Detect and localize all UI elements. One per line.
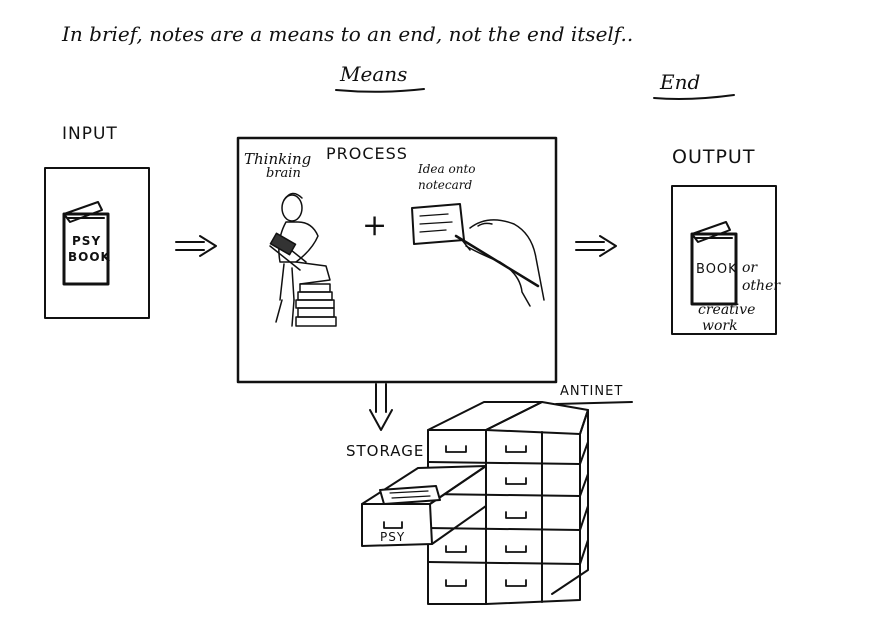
output-book-label: BOOK — [696, 262, 738, 277]
input-book-label-2: BOOK — [68, 250, 111, 264]
thinking-person-sketch — [269, 192, 337, 327]
work-label: work — [702, 318, 738, 334]
antinet-label: ANTINET — [560, 384, 624, 399]
or-label: or — [742, 260, 758, 276]
means-label: Means — [340, 62, 408, 86]
output-title: OUTPUT — [672, 146, 756, 168]
storage-title: STORAGE — [346, 442, 425, 460]
output-frame — [671, 185, 777, 335]
plus-sign: + — [362, 208, 388, 243]
input-book-icon — [62, 201, 110, 286]
hand-with-pen-sketch — [454, 219, 545, 307]
arrow-process-to-output — [575, 235, 617, 257]
idea-label-1: Idea onto — [418, 162, 476, 176]
process-frame — [236, 136, 558, 384]
input-book-label-1: PSY — [72, 234, 102, 248]
output-book-icon — [690, 221, 738, 306]
notecard-sketch — [411, 203, 465, 245]
input-frame — [44, 167, 150, 319]
creative-label: creative — [698, 302, 756, 318]
arrow-process-to-storage — [369, 383, 393, 431]
other-label: other — [742, 278, 781, 294]
end-label: End — [660, 70, 701, 94]
open-drawer-sketch — [361, 465, 487, 547]
thinking-label-2: brain — [266, 166, 301, 181]
process-title: PROCESS — [326, 144, 408, 163]
end-underline — [653, 94, 735, 100]
arrow-input-to-process — [175, 235, 217, 257]
antinet-cabinet-sketch — [427, 401, 589, 605]
input-title: INPUT — [62, 124, 118, 144]
idea-label-2: notecard — [418, 178, 473, 192]
drawer-label: PSY — [380, 530, 406, 544]
thinking-label-1: Thinking — [244, 150, 312, 168]
means-underline — [335, 88, 425, 93]
antinet-underline — [555, 401, 633, 405]
header-caption: In brief, notes are a means to an end, n… — [62, 22, 634, 46]
